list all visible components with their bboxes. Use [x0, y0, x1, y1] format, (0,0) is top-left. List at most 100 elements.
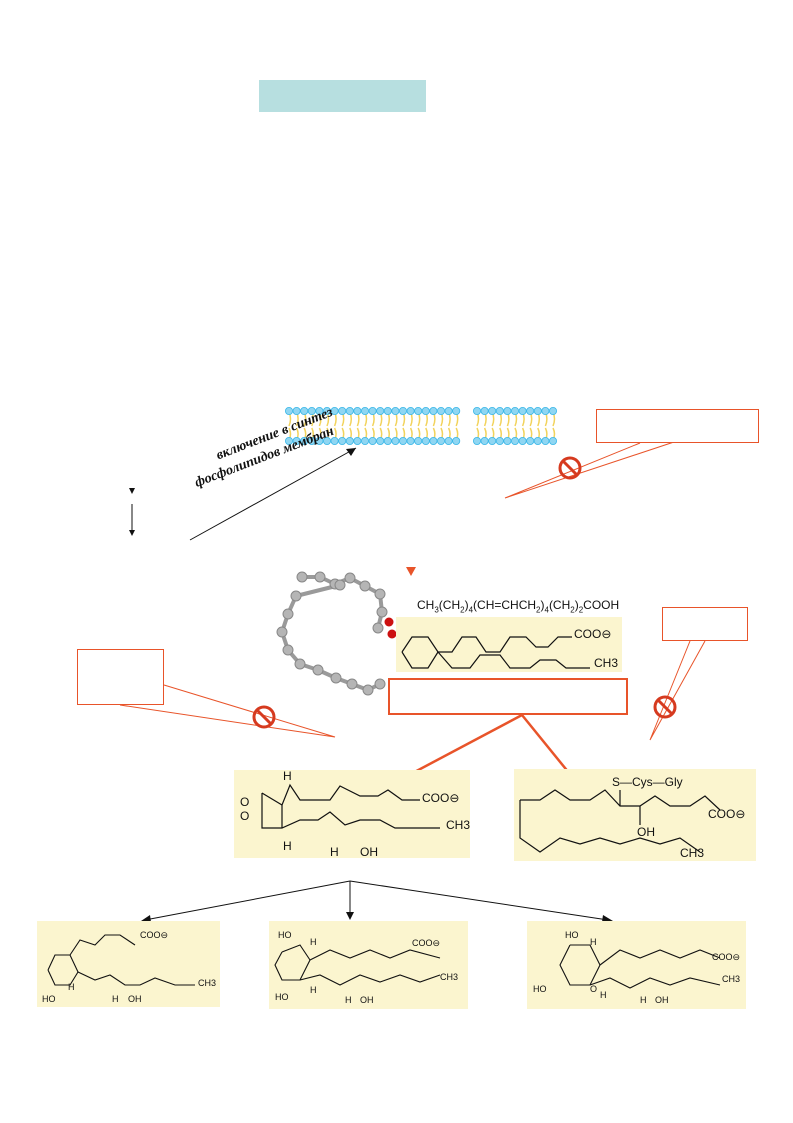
s-cys-gly-label: S—Cys—Gly [612, 775, 683, 789]
prostaglandin-panel [269, 921, 468, 1009]
ho-label: HO [278, 930, 292, 940]
membrane-head [429, 406, 438, 415]
thromboxane-panel [527, 921, 746, 1009]
membrane-head [421, 436, 430, 445]
o-label: O [590, 984, 597, 994]
atom [330, 672, 342, 684]
membrane-head [421, 406, 430, 415]
triangle-down-icon [129, 488, 135, 494]
ch3-label: CH3 [440, 972, 458, 982]
membrane-head [541, 436, 550, 445]
h-label: H [310, 937, 317, 947]
membrane-head [436, 436, 445, 445]
membrane-head [338, 406, 347, 415]
callout-box-left [77, 649, 164, 705]
atom [374, 588, 386, 600]
inhibition-icon [653, 695, 677, 719]
membrane-head [353, 406, 362, 415]
membrane-bilayer [284, 406, 558, 445]
ho-label: HO [42, 994, 56, 1004]
membrane-head [480, 436, 489, 445]
pgh2-panel [234, 770, 470, 858]
membrane-head [330, 406, 339, 415]
membrane-head [452, 436, 461, 445]
h-label: H [283, 839, 292, 853]
membrane-head [549, 436, 558, 445]
ho-label: HO [275, 992, 289, 1002]
h-label: H [112, 994, 119, 1004]
prostacyclin-panel [37, 921, 220, 1007]
membrane-head [383, 436, 392, 445]
callout-right-tail [649, 640, 706, 741]
membrane-head [480, 406, 489, 415]
membrane-head [472, 406, 481, 415]
membrane-head [518, 406, 527, 415]
membrane-head [510, 406, 519, 415]
oxygen-atom [384, 617, 394, 627]
arachidonic-acid-model [276, 571, 397, 696]
membrane-head [406, 406, 415, 415]
h-label: H [68, 982, 75, 992]
ch3-label: CH3 [594, 656, 618, 670]
coo-label: COO⊖ [712, 952, 740, 962]
membrane-head [307, 436, 316, 445]
membrane-head [518, 436, 527, 445]
atom [344, 572, 356, 584]
membrane-head [406, 436, 415, 445]
callout-box-membrane [596, 409, 759, 443]
arrow-to-membrane-head [346, 448, 356, 456]
membrane-head [376, 436, 385, 445]
membrane-head [284, 406, 293, 415]
atom [294, 658, 306, 670]
membrane-head [414, 436, 423, 445]
membrane-head [526, 406, 535, 415]
atom [290, 590, 302, 602]
ho-label: HO [565, 930, 579, 940]
membrane-head [391, 406, 400, 415]
oh-label: OH [637, 825, 655, 839]
ch3-label: CH3 [722, 974, 740, 984]
membrane-head [472, 436, 481, 445]
coo-label: COO⊖ [412, 938, 440, 948]
coo-label: COO⊖ [422, 791, 459, 805]
atom [359, 580, 371, 592]
arachidonic-panel [396, 617, 622, 672]
membrane-head [368, 436, 377, 445]
h-label: H [640, 995, 647, 1005]
membrane-head [307, 406, 316, 415]
membrane-head [360, 406, 369, 415]
inhibition-icon [252, 705, 276, 729]
membrane-head [368, 406, 377, 415]
oh-label: OH [128, 994, 142, 1004]
h-label: H [330, 845, 339, 859]
h-label: H [310, 985, 317, 995]
coo-label: COO⊖ [708, 807, 745, 821]
callout-box-right [662, 607, 748, 641]
membrane-head [353, 436, 362, 445]
ch3-label: CH3 [680, 846, 704, 860]
atom [296, 571, 308, 583]
atom [334, 579, 346, 591]
membrane-head [345, 436, 354, 445]
membrane-head [429, 436, 438, 445]
membrane-head [414, 406, 423, 415]
o-label: O [240, 809, 249, 823]
membrane-head [510, 436, 519, 445]
h-label: H [283, 769, 292, 783]
membrane-head [495, 406, 504, 415]
membrane-head [376, 406, 385, 415]
atom [282, 608, 294, 620]
oxygen-atom [387, 629, 397, 639]
membrane-head [322, 436, 331, 445]
ch3-label: CH3 [446, 818, 470, 832]
membrane-head [541, 406, 550, 415]
triangle-down-icon-red [406, 567, 416, 576]
oh-label: OH [655, 995, 669, 1005]
membrane-head [322, 406, 331, 415]
ch3-label: CH3 [198, 978, 216, 988]
atom [312, 664, 324, 676]
membrane-head [452, 406, 461, 415]
ho-label: HO [533, 984, 547, 994]
membrane-head [488, 406, 497, 415]
